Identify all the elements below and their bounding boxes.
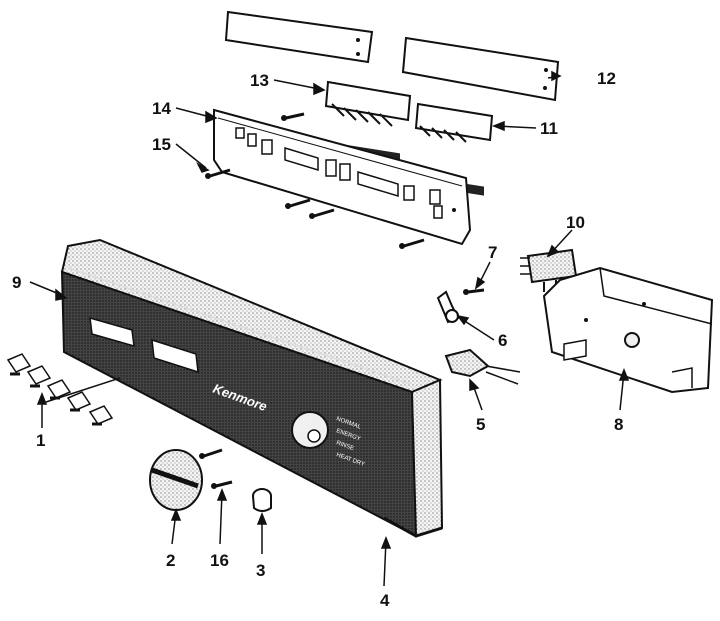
callout-10: 10 bbox=[566, 213, 585, 232]
screw-bracket-mid-2 bbox=[309, 208, 335, 219]
callout-11: 11 bbox=[540, 119, 558, 138]
callout-6: 6 bbox=[498, 331, 507, 350]
callout-14: 14 bbox=[152, 99, 171, 118]
callout-1: 1 bbox=[36, 431, 45, 450]
callout-15: 15 bbox=[152, 135, 171, 154]
screw-15 bbox=[205, 168, 231, 179]
callout-7: 7 bbox=[488, 243, 497, 262]
callout-8: 8 bbox=[614, 415, 623, 434]
switch-5 bbox=[444, 348, 521, 385]
clamp bbox=[436, 290, 460, 324]
callout-2: 2 bbox=[166, 551, 175, 570]
callout-12: 12 bbox=[597, 69, 616, 88]
callout-13: 13 bbox=[250, 71, 269, 90]
callout-16: 16 bbox=[210, 551, 229, 570]
screw-16-a bbox=[199, 448, 223, 459]
timer-8 bbox=[542, 266, 714, 394]
cover-plate-right bbox=[401, 36, 560, 102]
cover-plate-left bbox=[224, 10, 374, 64]
callout-5: 5 bbox=[476, 415, 485, 434]
control-panel: Kenmore NORMAL ENERGY RINSE HEAT DRY bbox=[60, 238, 444, 538]
push-buttons bbox=[6, 353, 114, 426]
callout-9: 9 bbox=[12, 273, 21, 292]
mounting-bracket bbox=[213, 108, 472, 246]
screw-7 bbox=[463, 288, 485, 295]
screw-16-b bbox=[211, 480, 233, 489]
button-cap bbox=[252, 488, 272, 512]
screw-bracket-top bbox=[281, 112, 305, 121]
callout-3: 3 bbox=[256, 561, 265, 580]
panel-text-3: RINSE bbox=[335, 440, 354, 452]
screw-bracket-right bbox=[399, 238, 425, 249]
screw-bracket-mid-1 bbox=[285, 198, 311, 209]
callout-4: 4 bbox=[380, 591, 390, 610]
leader-lines bbox=[29, 70, 630, 587]
knob bbox=[149, 449, 203, 511]
